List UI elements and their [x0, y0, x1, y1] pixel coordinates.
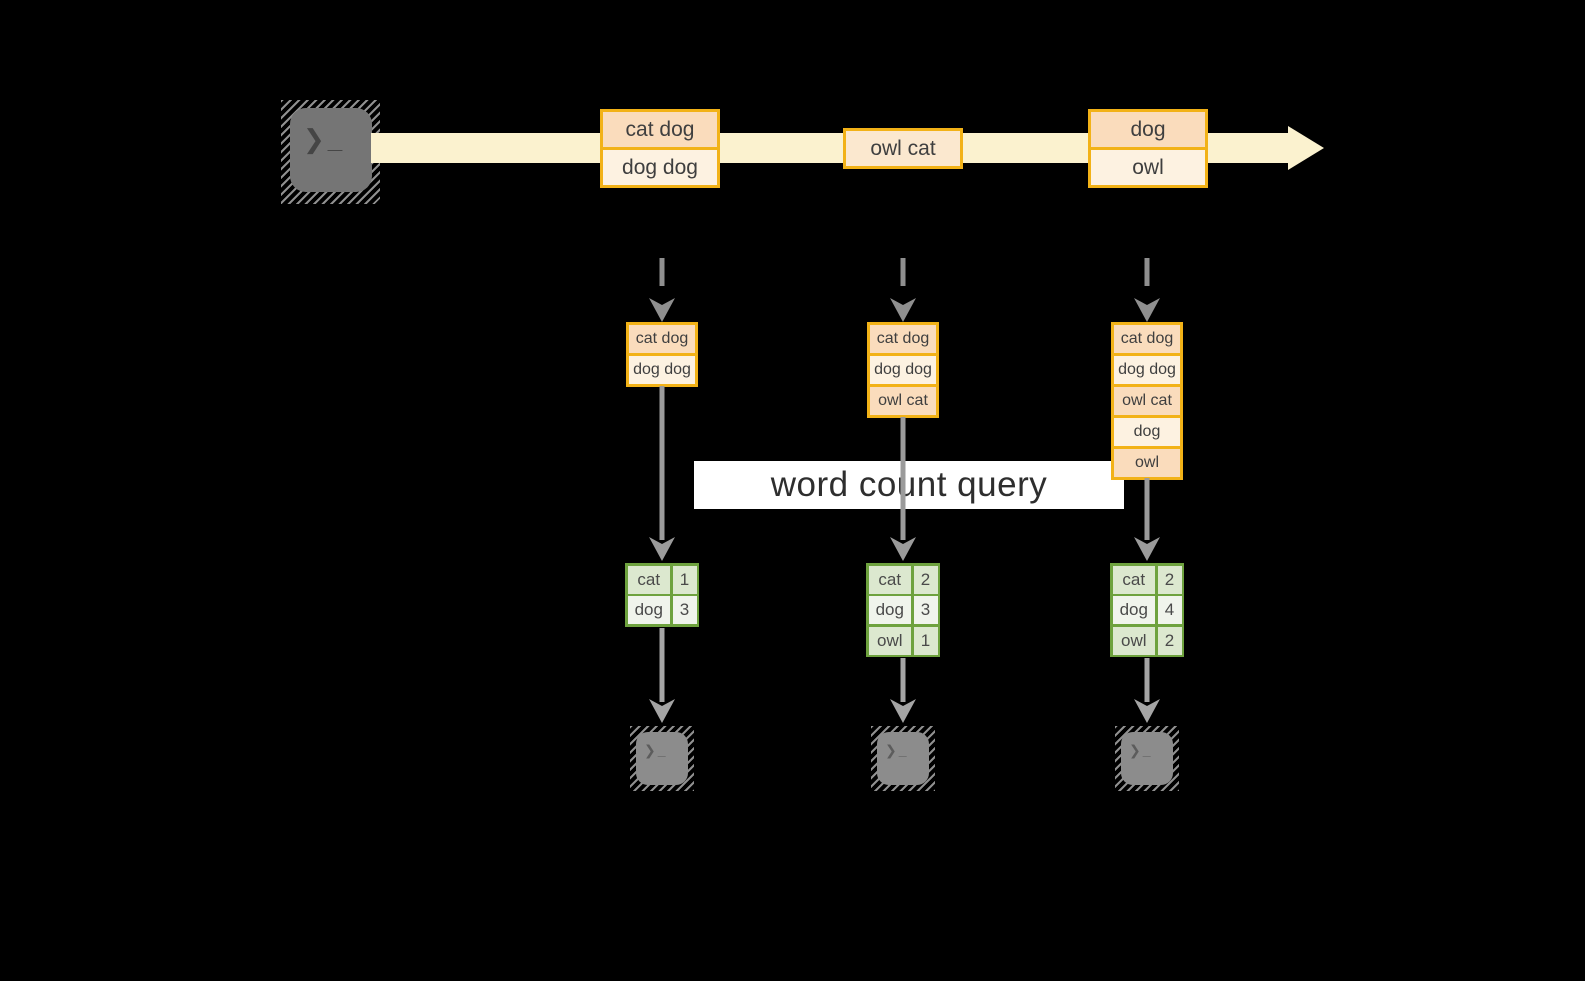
arrowhead-icon [649, 537, 675, 561]
terminal-sink-icon-1: ❯_ [630, 726, 694, 791]
record: owl [1114, 449, 1180, 477]
word-cell: dog [1112, 596, 1155, 624]
record: cat dog [629, 325, 695, 353]
arrowhead-icon [1134, 537, 1160, 561]
result-table-2: cat 2 dog 3 owl 1 [866, 563, 940, 657]
input-state-2: cat dog dog dog owl cat [867, 322, 939, 418]
terminal-prompt-icon: ❯_ [1129, 742, 1153, 758]
record: cat dog [870, 325, 936, 353]
terminal-prompt-icon: ❯_ [303, 124, 346, 154]
query-banner: word count query [694, 461, 1124, 509]
count-cell: 1 [672, 565, 697, 594]
table-row: cat 2 [868, 565, 938, 594]
record: cat dog [603, 112, 717, 147]
record: dog dog [870, 356, 936, 384]
count-cell: 2 [1157, 626, 1182, 655]
result-table-3: cat 2 dog 4 owl 2 [1110, 563, 1184, 657]
terminal-prompt-icon: ❯_ [644, 742, 668, 758]
batch-1-records: cat dog dog dog [600, 109, 720, 188]
word-cell: cat [1112, 565, 1155, 594]
record: dog [1091, 112, 1205, 147]
word-cell: cat [868, 565, 911, 594]
terminal-icon: ❯_ [877, 732, 929, 785]
terminal-sink-icon-3: ❯_ [1115, 726, 1179, 791]
query-label: word count query [770, 465, 1048, 504]
record: dog [1114, 418, 1180, 446]
record: owl cat [1114, 387, 1180, 415]
count-cell: 1 [913, 626, 938, 655]
input-state-3: cat dog dog dog owl cat dog owl [1111, 322, 1183, 480]
record: cat dog [1114, 325, 1180, 353]
word-cell: cat [627, 565, 670, 594]
record: dog dog [603, 150, 717, 185]
word-cell: dog [868, 596, 911, 624]
batch-3-records: dog owl [1088, 109, 1208, 188]
count-cell: 2 [1157, 565, 1182, 594]
count-cell: 2 [913, 565, 938, 594]
arrowhead-icon [1134, 298, 1160, 322]
table-row: dog 3 [868, 596, 938, 624]
arrowhead-icon [649, 699, 675, 723]
arrowhead-icon [890, 537, 916, 561]
arrowhead-icon [1134, 699, 1160, 723]
terminal-prompt-icon: ❯_ [885, 742, 909, 758]
arrowhead-icon [890, 298, 916, 322]
input-state-1: cat dog dog dog [626, 322, 698, 387]
terminal-icon: ❯_ [290, 108, 372, 192]
count-cell: 4 [1157, 596, 1182, 624]
batch-2-records: owl cat [843, 128, 963, 169]
record: dog dog [629, 356, 695, 384]
word-cell: dog [627, 596, 670, 624]
arrowhead-icon [649, 298, 675, 322]
terminal-source-icon: ❯_ [281, 100, 380, 204]
table-row: owl 1 [868, 626, 938, 655]
terminal-icon: ❯_ [1121, 732, 1173, 785]
terminal-icon: ❯_ [636, 732, 688, 785]
count-cell: 3 [913, 596, 938, 624]
word-cell: owl [1112, 626, 1155, 655]
table-row: cat 2 [1112, 565, 1182, 594]
table-row: owl 2 [1112, 626, 1182, 655]
record: owl cat [870, 387, 936, 415]
table-row: dog 3 [627, 596, 697, 624]
record: dog dog [1114, 356, 1180, 384]
table-row: dog 4 [1112, 596, 1182, 624]
count-cell: 3 [672, 596, 697, 624]
arrowhead-icon [890, 699, 916, 723]
record: owl [1091, 150, 1205, 185]
table-row: cat 1 [627, 565, 697, 594]
stream-timeline-arrowhead [1288, 126, 1324, 170]
result-table-1: cat 1 dog 3 [625, 563, 699, 627]
record: owl cat [846, 131, 960, 166]
terminal-sink-icon-2: ❯_ [871, 726, 935, 791]
word-cell: owl [868, 626, 911, 655]
